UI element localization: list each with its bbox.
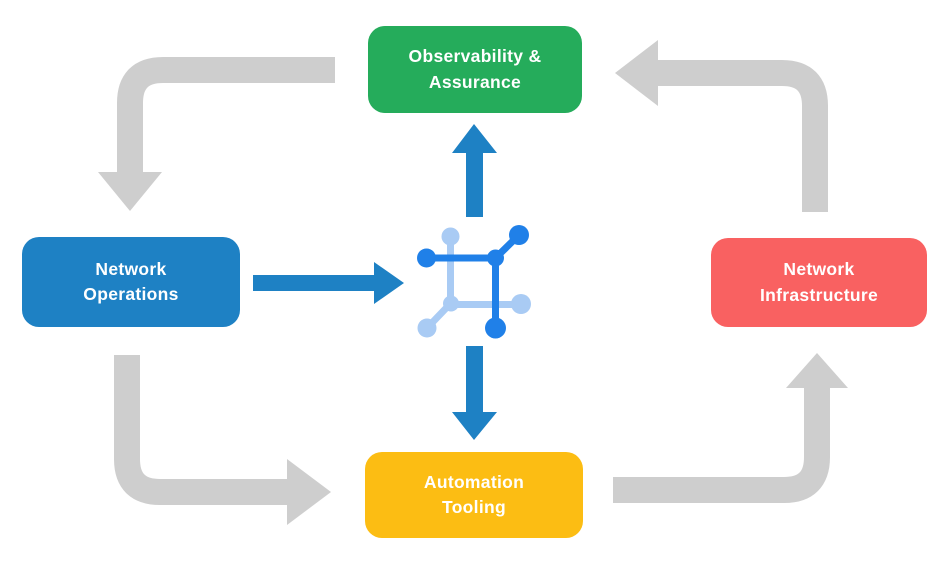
icon-node-top-right <box>509 225 529 245</box>
cycle-arrow-bottom-right-head <box>786 353 848 388</box>
cycle-arrow-top-left-shaft <box>117 57 335 173</box>
icon-node-left <box>417 248 436 268</box>
icon-corner-tr <box>487 249 504 267</box>
cycle-arrow-bottom-left-shaft <box>114 355 288 505</box>
icon-node-top <box>441 227 460 246</box>
cycle-arrow-bottom-right-shaft <box>613 387 830 503</box>
cycle-arrow-bottom-left <box>114 355 331 525</box>
icon-node-bottom <box>485 317 506 339</box>
cycle-arrow-top-right-head <box>615 40 658 106</box>
node-network-operations: Network Operations <box>22 237 240 327</box>
cycle-arrow-top-left <box>98 57 335 211</box>
cycle-arrow-bottom-right <box>613 353 848 503</box>
flow-arrow-down <box>452 346 497 440</box>
network-mesh-icon <box>417 225 531 339</box>
cycle-arrow-top-right-shaft <box>657 60 828 212</box>
cycle-arrow-top-left-head <box>98 172 162 211</box>
flow-arrow-up <box>452 124 497 217</box>
icon-node-right <box>511 294 531 314</box>
cycle-arrow-bottom-left-head <box>287 459 331 525</box>
icon-node-bottom-left <box>417 318 437 338</box>
node-observability-assurance: Observability & Assurance <box>368 26 582 113</box>
cycle-arrow-top-right <box>615 40 828 212</box>
node-automation-tooling: Automation Tooling <box>365 452 583 538</box>
flow-arrow-right <box>253 262 404 304</box>
icon-corner-bl <box>443 295 459 312</box>
node-network-infrastructure: Network Infrastructure <box>711 238 927 327</box>
